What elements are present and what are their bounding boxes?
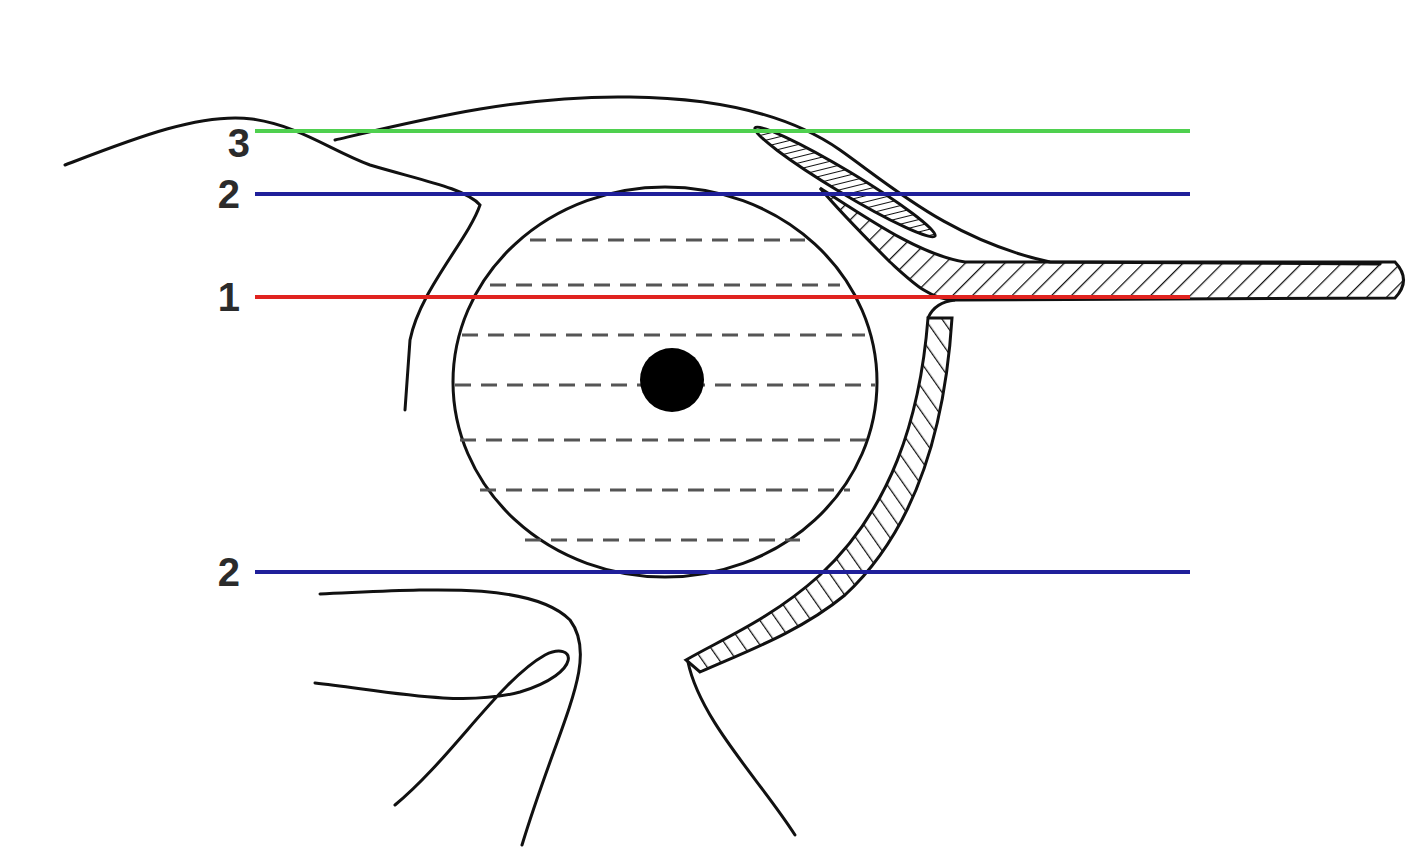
dashed-lines bbox=[455, 240, 875, 540]
neck-outline bbox=[688, 662, 795, 835]
blue-plane-line bbox=[255, 570, 1190, 574]
callout-position: 2 bbox=[218, 552, 240, 592]
red-plane-line bbox=[255, 295, 1190, 299]
callout-position: 2 bbox=[218, 174, 240, 214]
blue-plane-line bbox=[255, 192, 1190, 196]
callout-number: 1 bbox=[218, 277, 240, 317]
callout-position: 1 bbox=[218, 277, 240, 317]
head-circle bbox=[453, 187, 877, 577]
top-arch-outline bbox=[335, 97, 1380, 264]
lower-left-outline bbox=[315, 651, 568, 805]
hatched-bar bbox=[820, 188, 1404, 300]
callout-number: 3 bbox=[228, 123, 250, 163]
green-plane-line bbox=[255, 129, 1190, 133]
left-hook-outline bbox=[65, 118, 480, 410]
callout-position: 3 bbox=[228, 123, 250, 163]
hatched-ellipse bbox=[749, 118, 940, 245]
outline-curves bbox=[65, 97, 1380, 845]
callout-number: 2 bbox=[218, 552, 240, 592]
lower-left-outline bbox=[320, 590, 581, 845]
hatched-band bbox=[686, 318, 952, 672]
callout-number: 2 bbox=[218, 174, 240, 214]
band-joint bbox=[928, 300, 955, 318]
center-dot bbox=[640, 348, 704, 412]
